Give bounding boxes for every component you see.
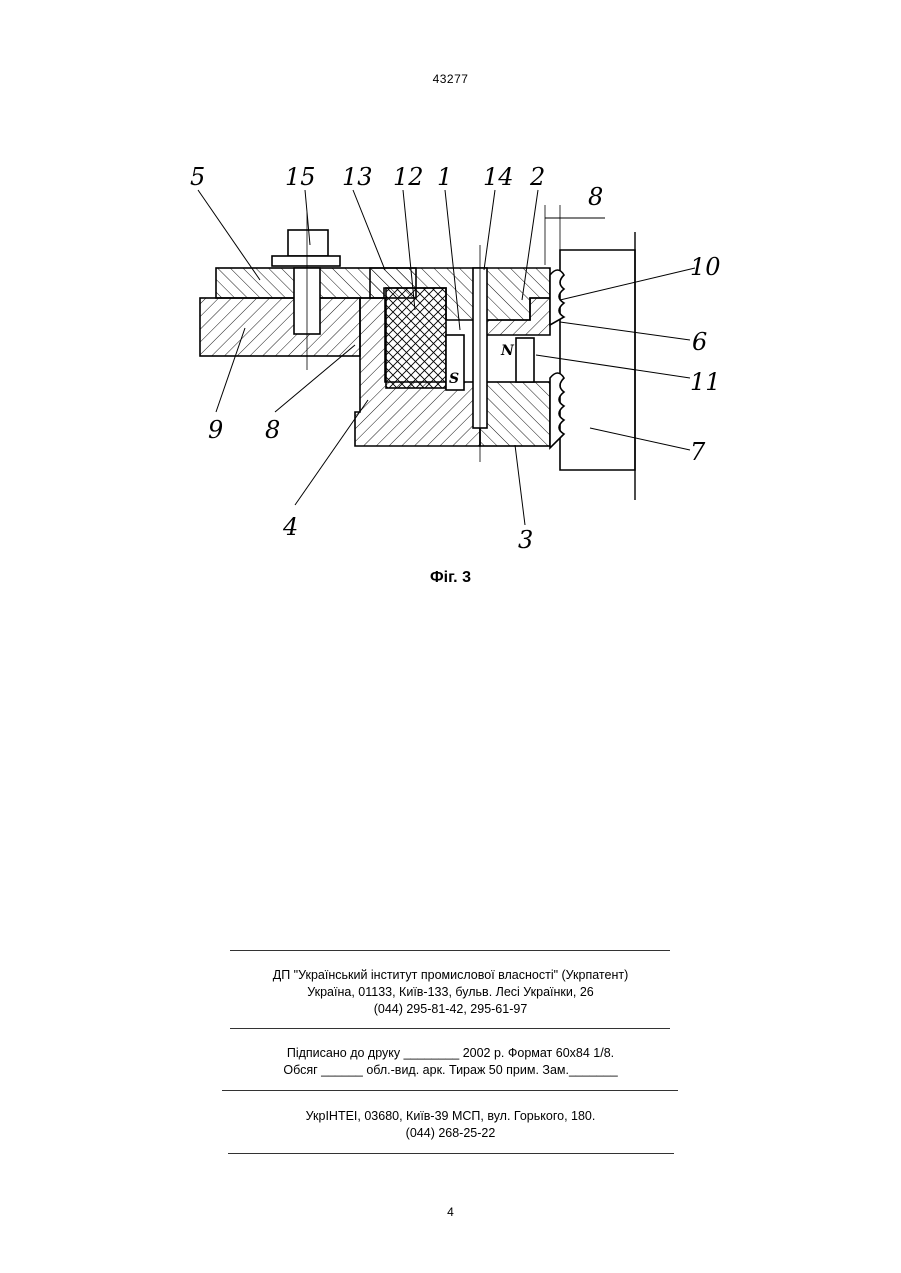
part-3 bbox=[480, 382, 550, 446]
printer-line: (044) 268-25-22 bbox=[0, 1125, 901, 1142]
technical-drawing: 5 15 13 12 1 14 2 8 10 6 11 7 3 4 9 8 S … bbox=[150, 150, 750, 560]
publisher-info: ДП "Український інститут промислової вла… bbox=[0, 967, 901, 1018]
label-3: 3 bbox=[518, 526, 533, 554]
document-number: 43277 bbox=[0, 72, 901, 86]
publisher-line: Україна, 01133, Київ-133, бульв. Лесі Ук… bbox=[0, 984, 901, 1001]
page-number: 4 bbox=[0, 1205, 901, 1219]
print-info-line: Обсяг ______ обл.-вид. арк. Тираж 50 при… bbox=[0, 1062, 901, 1079]
printer-info: УкрІНТЕІ, 03680, Київ-39 МСП, вул. Горьк… bbox=[0, 1108, 901, 1142]
label-2: 2 bbox=[529, 163, 545, 191]
label-4: 4 bbox=[282, 513, 298, 541]
divider bbox=[222, 1090, 678, 1091]
label-9: 9 bbox=[208, 416, 223, 444]
label-5: 5 bbox=[190, 163, 205, 191]
magnet-n bbox=[516, 338, 534, 382]
divider bbox=[230, 950, 670, 951]
label-12: 12 bbox=[393, 163, 424, 191]
printer-line: УкрІНТЕІ, 03680, Київ-39 МСП, вул. Горьк… bbox=[0, 1108, 901, 1125]
label-delta: 8 bbox=[588, 183, 603, 211]
publisher-line: (044) 295-81-42, 295-61-97 bbox=[0, 1001, 901, 1018]
figure-caption: Фіг. 3 bbox=[0, 569, 901, 587]
label-13: 13 bbox=[342, 163, 373, 191]
part-9 bbox=[200, 298, 360, 356]
label-7: 7 bbox=[690, 438, 706, 466]
label-10: 10 bbox=[690, 253, 721, 281]
print-info: Підписано до друку ________ 2002 р. Форм… bbox=[0, 1045, 901, 1079]
label-pole-n: N bbox=[500, 343, 515, 359]
label-pole-s: S bbox=[449, 371, 459, 387]
divider bbox=[230, 1028, 670, 1029]
bolt-15 bbox=[288, 230, 328, 256]
label-14: 14 bbox=[483, 163, 514, 191]
label-1: 1 bbox=[437, 163, 452, 191]
print-info-line: Підписано до друку ________ 2002 р. Форм… bbox=[0, 1045, 901, 1062]
divider bbox=[228, 1153, 674, 1154]
label-6: 6 bbox=[692, 328, 707, 356]
label-15: 15 bbox=[285, 163, 316, 191]
label-11: 11 bbox=[690, 368, 721, 396]
label-8: 8 bbox=[265, 416, 280, 444]
part-12 bbox=[386, 288, 446, 388]
publisher-line: ДП "Український інститут промислової вла… bbox=[0, 967, 901, 984]
